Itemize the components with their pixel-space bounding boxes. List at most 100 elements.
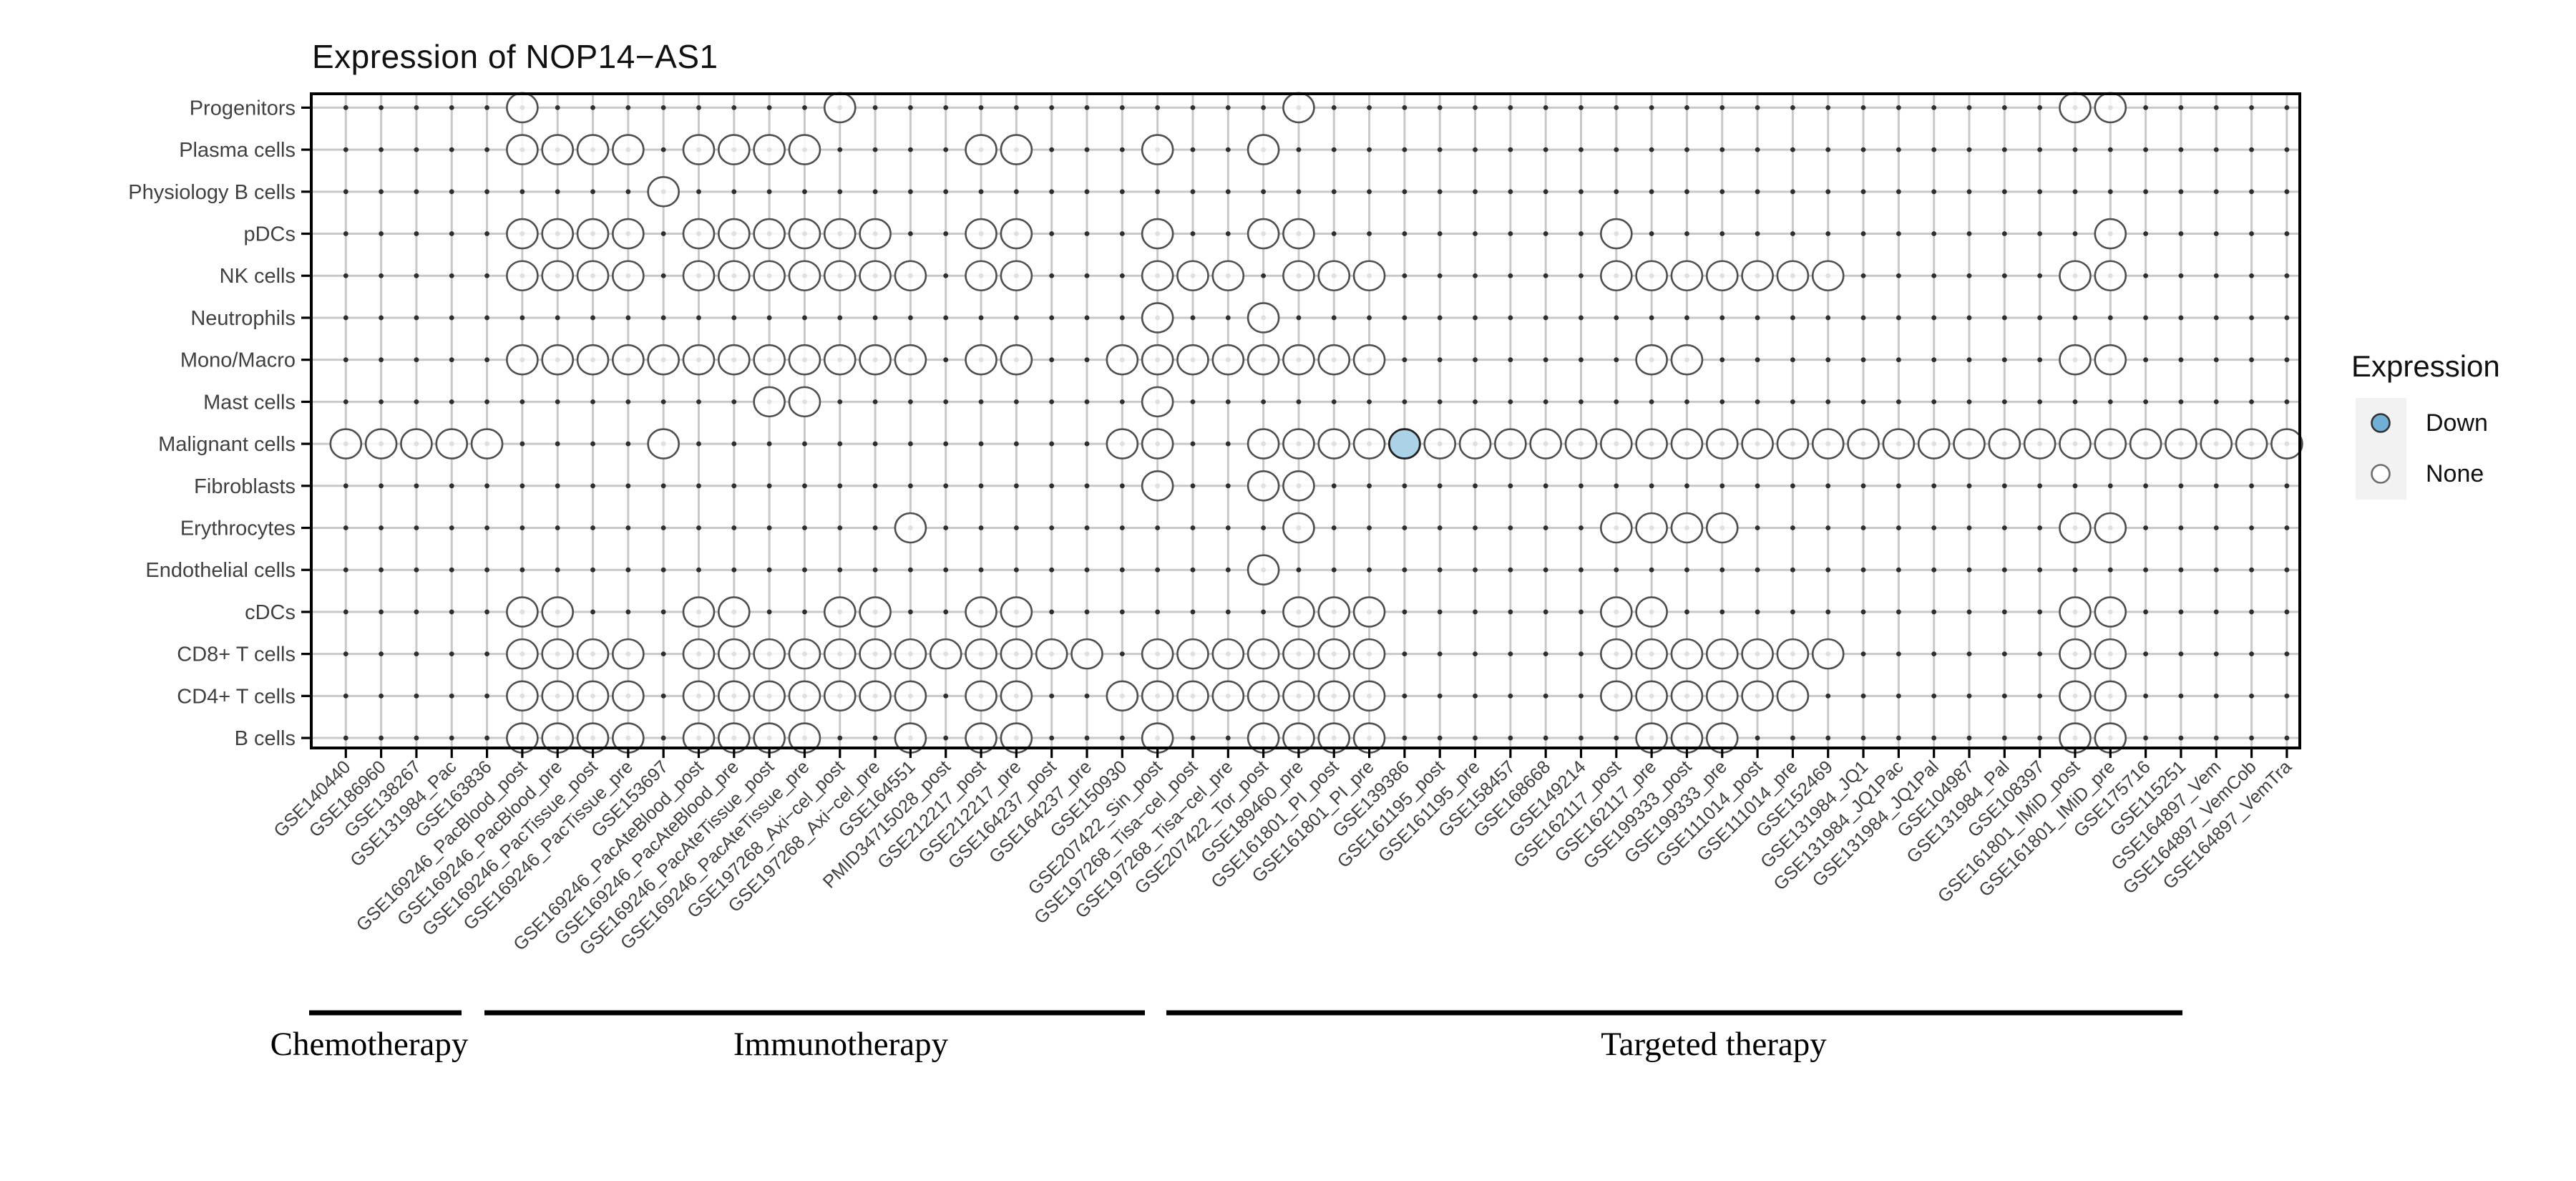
expression-dot-none (1670, 344, 1704, 376)
expression-dot-none (753, 344, 786, 376)
grid-dot (590, 609, 595, 615)
expression-dot-none (2094, 218, 2127, 250)
grid-dot (1225, 735, 1231, 741)
expression-dot-none (1141, 470, 1174, 502)
grid-dot (2037, 525, 2043, 530)
grid-dot (1155, 567, 1161, 573)
grid-dot (2143, 273, 2149, 278)
grid-dot (1860, 273, 1866, 278)
grid-dot (943, 357, 949, 363)
expression-dot-none (718, 134, 751, 165)
group-label-immunotherapy: Immunotherapy (733, 1026, 949, 1063)
grid-dot (837, 147, 843, 152)
grid-dot (555, 567, 560, 573)
grid-dot (2249, 525, 2254, 530)
grid-dot (1755, 525, 1760, 530)
grid-dot (1049, 273, 1055, 278)
expression-dot-none (1705, 428, 1739, 460)
grid-dot (414, 357, 419, 363)
expression-dot-none (1211, 680, 1245, 712)
grid-dot (2072, 483, 2078, 489)
grid-dot (343, 735, 348, 741)
grid-dot (2213, 399, 2219, 404)
grid-dot (1437, 525, 1443, 530)
expression-dot-none (2059, 638, 2092, 670)
grid-dot (1402, 483, 1407, 489)
grid-dot (1508, 483, 1513, 489)
expression-dot-none (1000, 134, 1033, 165)
grid-dot (1119, 651, 1125, 657)
expression-dot-none (1352, 596, 1386, 628)
grid-dot (1049, 735, 1055, 741)
expression-dot-none (1917, 428, 1951, 460)
grid-dot (696, 105, 701, 110)
grid-dot (1473, 105, 1478, 110)
grid-dot (660, 735, 666, 741)
grid-dot (943, 693, 949, 699)
grid-dot (943, 315, 949, 321)
expression-dot-none (1141, 680, 1174, 712)
grid-dot (414, 651, 419, 657)
grid-dot (2213, 651, 2219, 657)
grid-dot (1543, 483, 1548, 489)
grid-dot (943, 273, 949, 278)
grid-dot (1755, 189, 1760, 195)
grid-dot (1190, 609, 1196, 615)
expression-dot-none (1741, 680, 1774, 712)
y-tick-label: Malignant cells (158, 433, 296, 456)
expression-dot-none (1670, 512, 1704, 544)
grid-dot (696, 399, 701, 404)
grid-dot (1896, 315, 1901, 321)
grid-dot (2001, 231, 2007, 236)
grid-dot (660, 105, 666, 110)
grid-dot (872, 189, 878, 195)
grid-dot (943, 399, 949, 404)
grid-dot (2284, 315, 2290, 321)
grid-dot (1119, 315, 1125, 321)
grid-dot (1331, 483, 1337, 489)
legend-down-icon (2371, 413, 2391, 433)
grid-dot (660, 651, 666, 657)
grid-dot (449, 189, 454, 195)
expression-dot-none (1600, 428, 1633, 460)
expression-dot-none (1141, 428, 1174, 460)
grid-dot (1402, 735, 1407, 741)
grid-dot (908, 609, 913, 615)
expression-dot-none (1705, 260, 1739, 292)
expression-dot-none (894, 260, 927, 292)
grid-dot (802, 105, 807, 110)
grid-dot (1049, 231, 1055, 236)
grid-dot (1825, 105, 1831, 110)
grid-dot (1331, 189, 1337, 195)
grid-dot (2143, 315, 2149, 321)
grid-dot (1402, 315, 1407, 321)
grid-dot (2001, 273, 2007, 278)
grid-dot (1579, 525, 1584, 530)
expression-dot-none (682, 638, 716, 670)
grid-dot (1013, 315, 1019, 321)
grid-dot (2001, 189, 2007, 195)
grid-dot (1896, 105, 1901, 110)
y-tick-label: Plasma cells (179, 139, 296, 162)
grid-dot (590, 189, 595, 195)
grid-dot (943, 189, 949, 195)
y-tick-label: CD8+ T cells (177, 643, 296, 666)
grid-dot (449, 735, 454, 741)
grid-dot (343, 273, 348, 278)
grid-dot (1296, 189, 1302, 195)
grid-dot (943, 105, 949, 110)
grid-dot (766, 189, 772, 195)
grid-dot (1719, 315, 1725, 321)
grid-dot (519, 189, 525, 195)
grid-dot (379, 609, 384, 615)
expression-dot-none (576, 638, 610, 670)
grid-dot (2001, 357, 2007, 363)
expression-dot-none (1211, 638, 1245, 670)
grid-dot (1402, 273, 1407, 278)
grid-dot (1790, 483, 1795, 489)
grid-dot (660, 273, 666, 278)
grid-dot (2213, 693, 2219, 699)
grid-dot (1084, 357, 1090, 363)
expression-dot-none (965, 344, 997, 376)
grid-dot (2284, 651, 2290, 657)
